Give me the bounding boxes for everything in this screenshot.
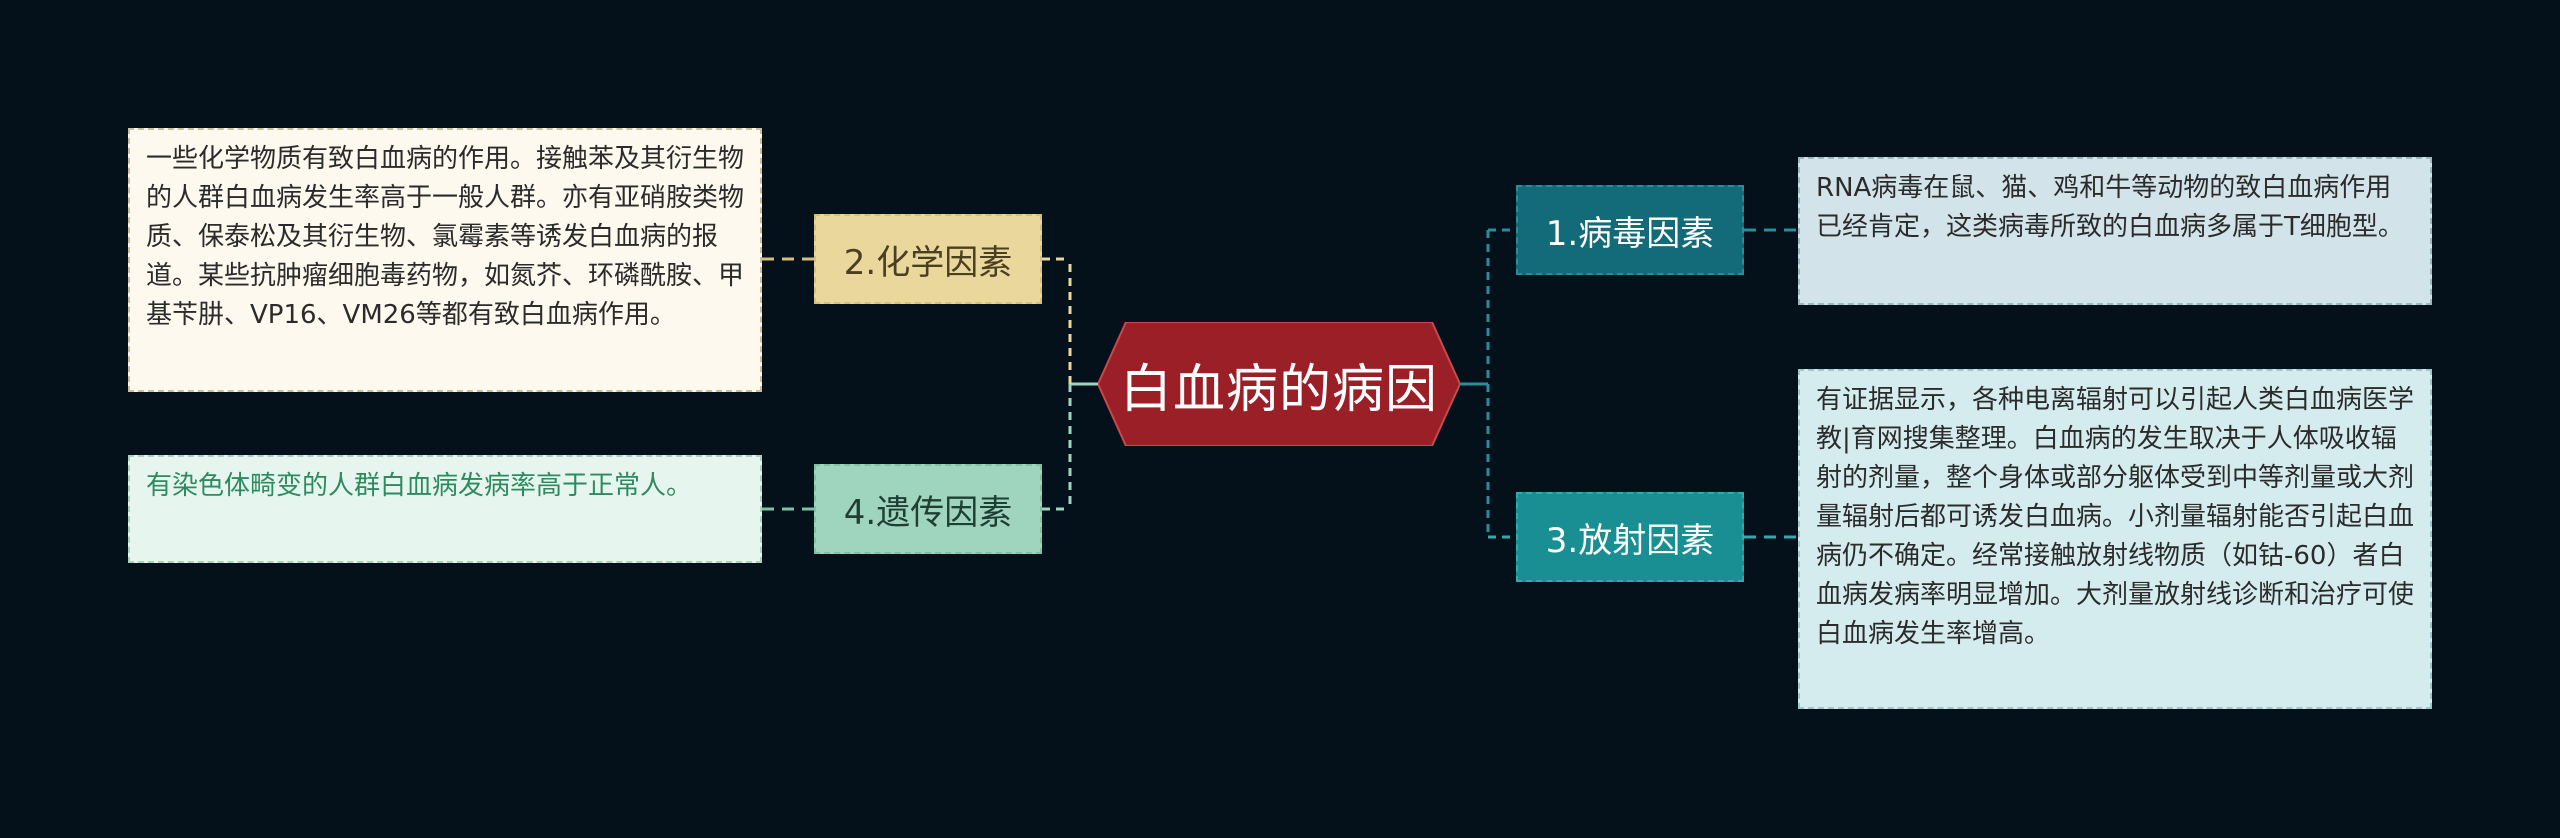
radiation-detail-text[interactable]: 有证据显示，各种电离辐射可以引起人类白血病医学教|育网搜集整理。白血病的发生取决…: [1798, 369, 2432, 709]
virus-detail-text[interactable]: RNA病毒在鼠、猫、鸡和牛等动物的致白血病作用已经肯定，这类病毒所致的白血病多属…: [1798, 157, 2432, 305]
central-topic[interactable]: 白血病的病因: [1098, 322, 1460, 446]
branch-radiation-factor[interactable]: 3.放射因素: [1516, 492, 1744, 582]
chemical-detail-text[interactable]: 一些化学物质有致白血病的作用。接触苯及其衍生物的人群白血病发生率高于一般人群。亦…: [128, 128, 762, 392]
branch-virus-factor[interactable]: 1.病毒因素: [1516, 185, 1744, 275]
central-topic-shape: [1098, 322, 1460, 446]
branch-chemical-factor[interactable]: 2.化学因素: [814, 214, 1042, 304]
branch-genetic-factor[interactable]: 4.遗传因素: [814, 464, 1042, 554]
branch-chemical-label: 2.化学因素: [843, 242, 1013, 283]
central-topic-label: 白血病的病因: [1119, 359, 1438, 420]
branch-genetic-label: 4.遗传因素: [843, 492, 1013, 533]
branch-radiation-label: 3.放射因素: [1545, 520, 1715, 561]
branch-virus-label: 1.病毒因素: [1545, 213, 1715, 254]
genetic-detail-text[interactable]: 有染色体畸变的人群白血病发病率高于正常人。: [128, 455, 762, 563]
